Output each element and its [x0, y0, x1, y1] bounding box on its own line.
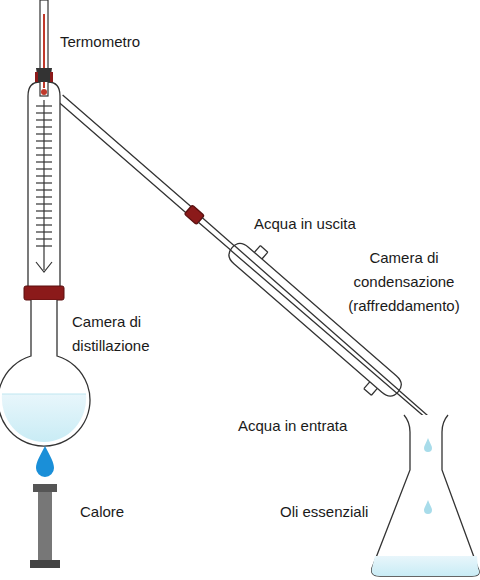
burner: [30, 446, 60, 568]
column-tick: [36, 161, 52, 162]
column-tick: [36, 189, 52, 190]
column-tick: [36, 168, 52, 169]
column-tick: [36, 175, 52, 176]
part-label: Calore: [80, 500, 180, 524]
column-tick: [36, 119, 52, 120]
column-tick: [36, 196, 52, 197]
column-tick: [36, 210, 52, 211]
column-tick: [36, 224, 52, 225]
column-tick: [36, 203, 52, 204]
thermometer: [35, 0, 53, 96]
fractionating-column: [28, 82, 60, 292]
joint-clamp: [24, 286, 64, 300]
column-tick: [36, 147, 52, 148]
part-label: Acqua in uscita: [254, 212, 394, 236]
column-tick: [36, 112, 52, 113]
column-tick: [36, 133, 52, 134]
column-tick: [36, 140, 52, 141]
column-tick: [36, 154, 52, 155]
column-tick: [36, 105, 52, 106]
part-label: Termometro: [60, 30, 200, 54]
part-label: Camera di condensazione (raffreddamento): [336, 246, 472, 318]
column-tick: [36, 182, 52, 183]
column-tick: [36, 126, 52, 127]
part-label: Camera di distillazione: [72, 310, 182, 358]
receiving-flask: [372, 415, 479, 576]
column-tick: [36, 217, 52, 218]
column-tick: [36, 238, 52, 239]
column-tick: [36, 231, 52, 232]
part-label: Oli essenziali: [280, 500, 390, 524]
column-tick: [36, 245, 52, 246]
part-label: Acqua in entrata: [238, 414, 378, 438]
